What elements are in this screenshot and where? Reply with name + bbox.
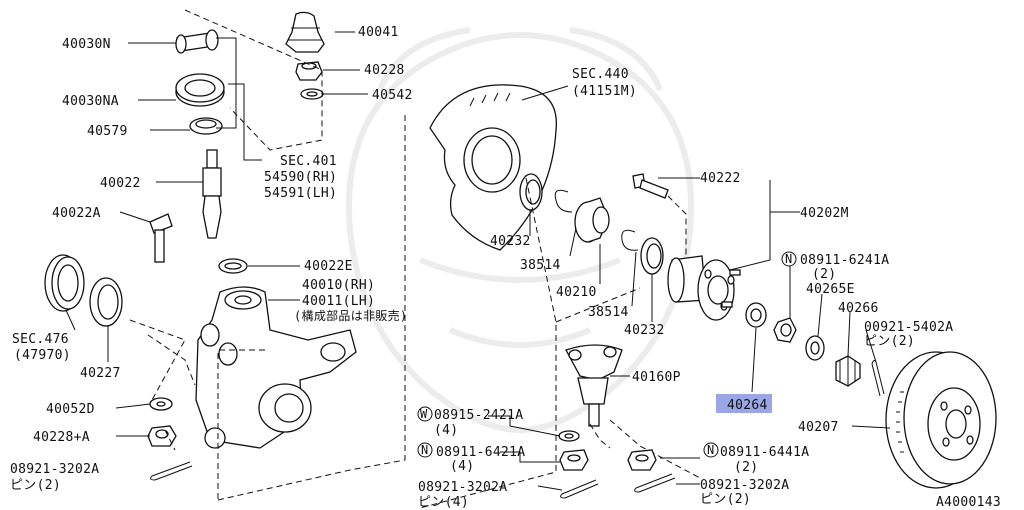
callout-38514-a[interactable]: 38514 bbox=[520, 258, 561, 273]
cotter-pin-center[interactable] bbox=[560, 479, 599, 499]
callout-40210[interactable]: 40210 bbox=[556, 285, 597, 300]
callout-pin4: ピン(4) bbox=[418, 495, 469, 510]
callout-sec476-sub: (47970) bbox=[14, 348, 71, 363]
stud-40222[interactable] bbox=[632, 173, 669, 199]
callout-40579[interactable]: 40579 bbox=[87, 124, 128, 139]
svg-text:N: N bbox=[707, 443, 715, 457]
callout-qty4-a: (4) bbox=[434, 423, 458, 438]
callout-pin2-left: ピン(2) bbox=[10, 478, 61, 493]
callout-08915-2421a[interactable]: 08915-2421A bbox=[434, 408, 523, 423]
backing-plate-sec440[interactable] bbox=[429, 84, 557, 251]
callout-00921-5402a[interactable]: 00921-5402A bbox=[864, 320, 953, 335]
callout-08911-6241a[interactable]: 08911-6241A bbox=[800, 253, 889, 268]
svg-text:W: W bbox=[420, 407, 428, 421]
callout-pin2-right2: ピン(2) bbox=[700, 492, 751, 507]
seal-40579[interactable] bbox=[189, 117, 223, 135]
callout-40010[interactable]: 40010(RH) bbox=[302, 278, 375, 293]
callout-40030n[interactable]: 40030N bbox=[62, 37, 111, 52]
highlight-box bbox=[716, 394, 772, 413]
callout-08921-left[interactable]: 08921-3202A bbox=[10, 462, 99, 477]
callout-40022e[interactable]: 40022E bbox=[304, 259, 353, 274]
callout-08911-6421a[interactable]: 08911-6421A bbox=[436, 445, 525, 460]
castle-nut-40266[interactable] bbox=[835, 355, 861, 387]
callout-40207[interactable]: 40207 bbox=[798, 420, 839, 435]
callout-sec440-sub: (41151M) bbox=[572, 84, 637, 99]
callout-qty2-a: (2) bbox=[812, 267, 836, 282]
knuckle-40010[interactable] bbox=[195, 286, 357, 449]
callout-40160p[interactable]: 40160P bbox=[632, 370, 681, 385]
cotter-pin-right[interactable] bbox=[634, 473, 676, 493]
callout-40228a[interactable]: 40228+A bbox=[33, 430, 90, 445]
callout-40232-a[interactable]: 40232 bbox=[490, 234, 531, 249]
washer-40542[interactable] bbox=[300, 88, 324, 100]
boot-40041[interactable] bbox=[285, 11, 325, 53]
callout-40041[interactable]: 40041 bbox=[358, 25, 399, 40]
svg-text:N: N bbox=[785, 252, 793, 266]
callout-40011[interactable]: 40011(LH) bbox=[302, 294, 375, 309]
callout-pin2-right: ピン(2) bbox=[864, 334, 915, 349]
nut-08911-6421a[interactable] bbox=[559, 449, 589, 471]
washer-40052d[interactable] bbox=[149, 397, 173, 411]
ring-sec476[interactable] bbox=[44, 254, 85, 312]
circle-n-marker-1: N bbox=[417, 442, 433, 458]
callout-40022[interactable]: 40022 bbox=[100, 176, 141, 191]
washer-40022e[interactable] bbox=[218, 258, 248, 274]
callout-sec401-lh: 54591(LH) bbox=[264, 186, 337, 201]
diagram-id: A4000143 bbox=[936, 495, 1001, 510]
callout-sec401[interactable]: SEC.401 bbox=[280, 154, 337, 169]
snap-ring-38514-a[interactable] bbox=[554, 189, 573, 213]
cotter-pin-left[interactable] bbox=[150, 461, 193, 481]
washer-40265e[interactable] bbox=[805, 335, 825, 361]
circle-n-marker-3: N bbox=[781, 251, 797, 267]
nut-08911-6441a[interactable] bbox=[627, 449, 657, 471]
callout-sec476[interactable]: SEC.476 bbox=[12, 332, 69, 347]
bearing-40030n[interactable] bbox=[175, 29, 219, 54]
seal-40232-a[interactable] bbox=[519, 173, 543, 211]
callout-qty4-b: (4) bbox=[450, 459, 474, 474]
callout-sec401-rh: 54590(RH) bbox=[264, 170, 337, 185]
seal-40227[interactable] bbox=[89, 277, 123, 327]
callout-38514-b[interactable]: 38514 bbox=[588, 305, 629, 320]
circle-n-marker-2: N bbox=[703, 442, 719, 458]
callout-40202m[interactable]: 40202M bbox=[800, 206, 849, 221]
bearing-40030na[interactable] bbox=[175, 73, 225, 107]
callout-40228[interactable]: 40228 bbox=[364, 63, 405, 78]
callout-sec440[interactable]: SEC.440 bbox=[572, 67, 629, 82]
callout-qty2-b: (2) bbox=[734, 460, 758, 475]
callout-08921-right[interactable]: 08921-3202A bbox=[700, 478, 789, 493]
bearing-40210[interactable] bbox=[574, 197, 610, 243]
callout-40264[interactable]: 40264 bbox=[727, 398, 768, 413]
svg-text:N: N bbox=[421, 443, 429, 457]
washer-08915[interactable] bbox=[558, 430, 580, 442]
note-not-sold: (構成部品は非販売) bbox=[294, 308, 407, 323]
callout-40265e[interactable]: 40265E bbox=[806, 282, 855, 297]
hub-40202m[interactable] bbox=[667, 255, 741, 321]
snap-ring-38514-b[interactable] bbox=[621, 229, 639, 251]
callout-40022a[interactable]: 40022A bbox=[52, 206, 101, 221]
callout-08921-center[interactable]: 08921-3202A bbox=[418, 480, 507, 495]
callout-40232-b[interactable]: 40232 bbox=[624, 323, 665, 338]
callout-40052d[interactable]: 40052D bbox=[46, 402, 95, 417]
bolt-40022a[interactable] bbox=[149, 213, 173, 263]
callout-40542[interactable]: 40542 bbox=[372, 88, 413, 103]
seal-40232-b[interactable] bbox=[640, 237, 664, 275]
cotter-pin-00921[interactable] bbox=[871, 359, 885, 397]
callout-40266[interactable]: 40266 bbox=[838, 301, 879, 316]
callout-40227[interactable]: 40227 bbox=[80, 366, 121, 381]
washer-40264[interactable] bbox=[745, 302, 767, 328]
callout-08911-6441a[interactable]: 08911-6441A bbox=[720, 445, 809, 460]
samurai-helmet-icon bbox=[346, 27, 694, 434]
circle-w-marker: W bbox=[417, 406, 433, 422]
rotor-40207[interactable] bbox=[885, 351, 997, 489]
leader-lines bbox=[65, 31, 891, 491]
ball-joint-40160p[interactable] bbox=[565, 344, 623, 427]
callout-40222[interactable]: 40222 bbox=[700, 171, 741, 186]
callout-40030na[interactable]: 40030NA bbox=[62, 94, 119, 109]
nut-40228[interactable] bbox=[295, 61, 323, 81]
nut-08911-6241a[interactable] bbox=[773, 317, 797, 343]
kingpin-40022[interactable] bbox=[202, 149, 222, 239]
